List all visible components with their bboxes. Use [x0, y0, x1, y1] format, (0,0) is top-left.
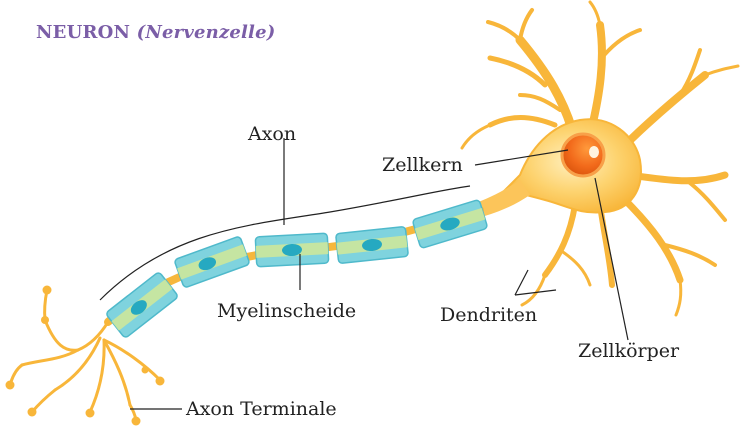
label-axon: Axon [248, 125, 296, 144]
nucleolus [589, 146, 599, 158]
label-nucleus: Zellkern [382, 156, 463, 175]
label-cell-body: Zellkörper [578, 342, 679, 361]
label-myelin: Myelinscheide [217, 302, 356, 321]
label-dendrites: Dendriten [440, 306, 537, 325]
label-axon-terminal: Axon Terminale [186, 400, 337, 419]
leader-dendrites-a [515, 270, 528, 295]
